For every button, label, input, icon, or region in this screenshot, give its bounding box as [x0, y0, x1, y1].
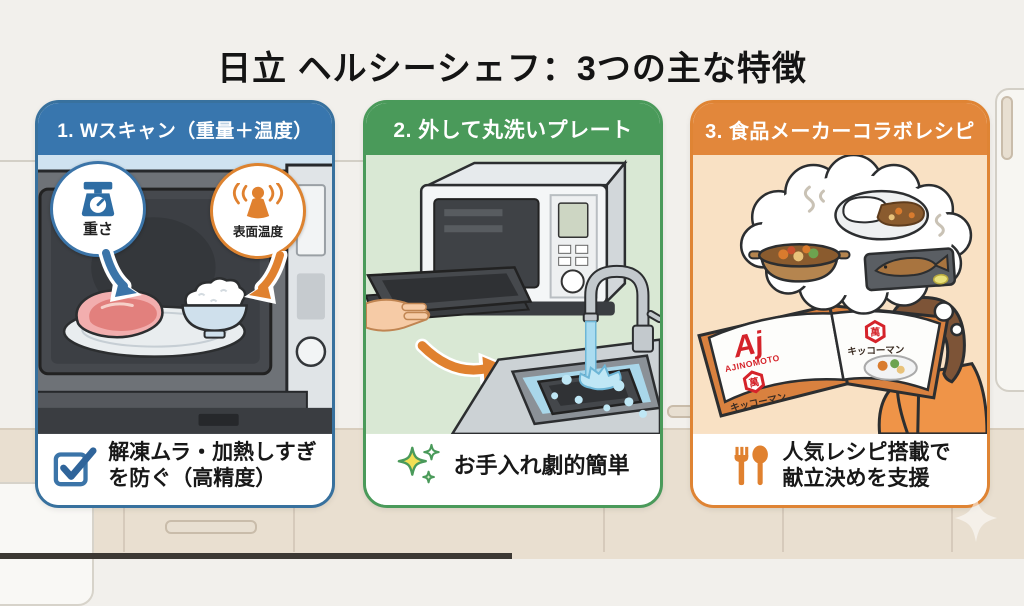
- counter-kickplate: [0, 553, 512, 559]
- card3-header: 3. 食品メーカーコラボレシピ: [693, 103, 987, 155]
- svg-text:キッコーマン: キッコーマン: [847, 345, 905, 358]
- sparkle-watermark-icon: [955, 494, 997, 542]
- plate-washing-illustration: [366, 155, 660, 434]
- arrow-down-orange-icon: [244, 251, 288, 304]
- card2-caption: お手入れ劇的簡単: [366, 427, 660, 505]
- card2-illustration-area: [366, 155, 660, 434]
- kikkoman-logo-right: 萬 キッコーマン: [847, 319, 905, 358]
- recipe-book-illustration: Aj AJINOMOTO 萬 キッコーマン 萬 キッコーマン: [693, 155, 987, 434]
- feature-card-washable-plate: 2. 外して丸洗いプレート: [363, 100, 663, 508]
- cabinet-handle: [1001, 96, 1013, 160]
- card1-caption-text: 解凍ムラ・加熱しすぎ を防ぐ（高精度）: [108, 441, 317, 490]
- card3-caption-text: 人気レシピ搭載で 献立決めを支援: [782, 441, 951, 490]
- temp-sensor-icon: [232, 182, 284, 218]
- feature-card-collab-recipes: 3. 食品メーカーコラボレシピ: [690, 100, 990, 508]
- card1-caption: 解凍ムラ・加熱しすぎ を防ぐ（高精度）: [38, 427, 332, 505]
- card2-header: 2. 外して丸洗いプレート: [366, 103, 660, 155]
- utensils-icon: [734, 445, 768, 486]
- card3-illustration-area: Aj AJINOMOTO 萬 キッコーマン 萬 キッコーマン: [693, 155, 987, 434]
- card3-caption: 人気レシピ搭載で 献立決めを支援: [693, 427, 987, 505]
- card1-header: 1. Wスキャン（重量＋温度）: [38, 103, 332, 155]
- svg-text:Aj: Aj: [729, 326, 767, 365]
- arrow-down-blue-icon: [98, 249, 142, 302]
- drawer-handle: [165, 520, 257, 534]
- surface-temp-badge: 表面温度: [210, 163, 306, 259]
- feature-card-w-scan: 1. Wスキャン（重量＋温度）: [35, 100, 335, 508]
- card1-illustration-area: 重さ 表面温度: [38, 155, 332, 434]
- page-title: 日立 ヘルシーシェフ：3つの主な特徴: [217, 49, 807, 88]
- scale-icon: [81, 181, 115, 216]
- weight-scan-badge: 重さ: [50, 161, 146, 257]
- sparkles-icon: [398, 443, 441, 484]
- svg-text:萬: 萬: [748, 375, 761, 390]
- temp-badge-label: 表面温度: [232, 224, 283, 239]
- svg-text:萬: 萬: [870, 325, 880, 338]
- card2-caption-text: お手入れ劇的簡単: [453, 452, 630, 478]
- weight-badge-label: 重さ: [82, 220, 113, 238]
- checkbox-icon: [53, 447, 97, 487]
